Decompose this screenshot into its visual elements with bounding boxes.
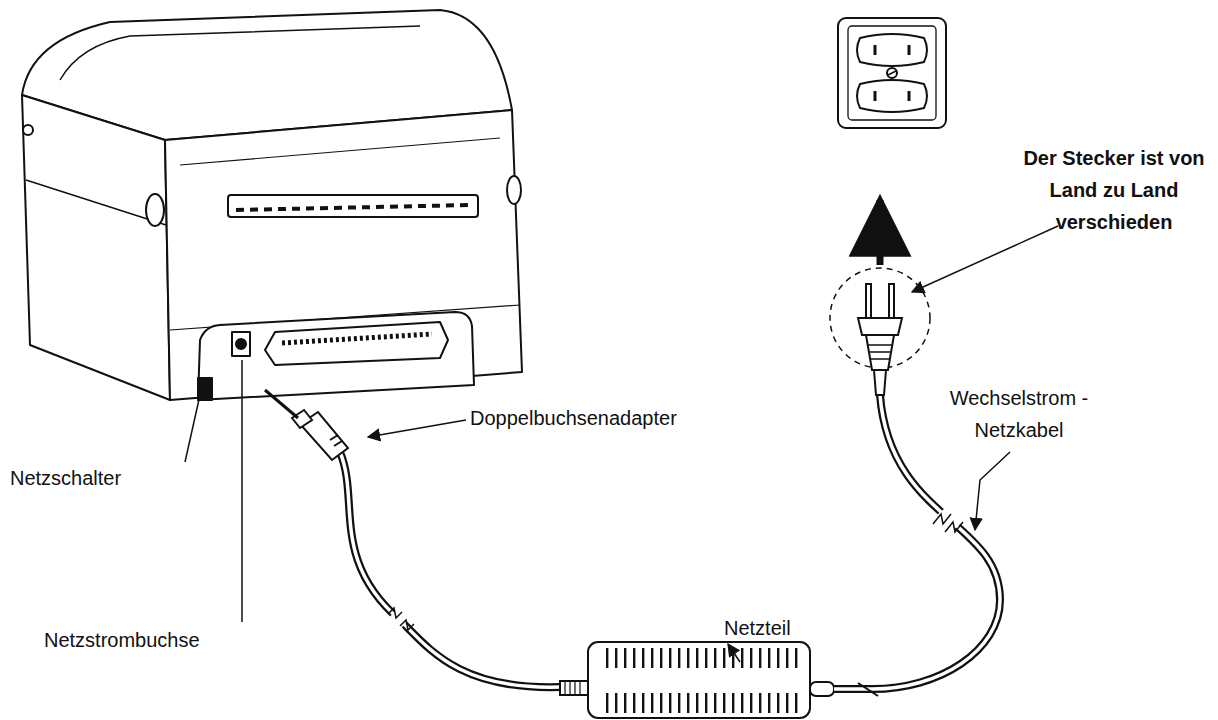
insert-arrow [877, 200, 884, 265]
printer [22, 10, 522, 400]
dc-cable [340, 452, 560, 687]
plug-note: Der Stecker ist von Land zu Land verschi… [1016, 142, 1212, 238]
mains-plug [830, 268, 930, 395]
leader-lines [185, 226, 1058, 662]
double-jack-adapter [265, 390, 348, 460]
power-supply [560, 642, 834, 718]
cable-label: Wechselstrom -Netzkabel [944, 382, 1094, 446]
wall-outlet [838, 18, 946, 128]
supply-label: Netzteil [724, 612, 844, 644]
adapter-label: Doppelbuchsenadapter [470, 402, 770, 434]
jack-label: Netzstrombuchse [44, 624, 284, 656]
switch-label: Netzschalter [10, 462, 210, 494]
